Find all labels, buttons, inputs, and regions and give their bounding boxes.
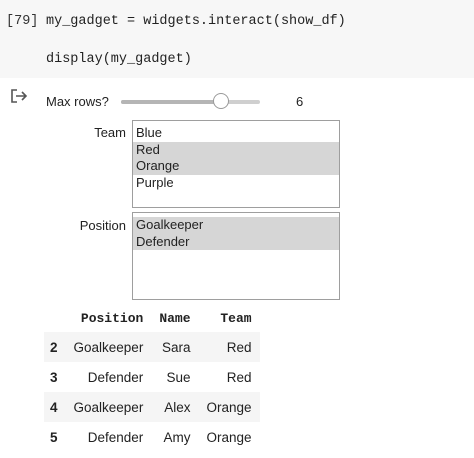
slider-handle[interactable] — [213, 93, 230, 109]
row-index: 2 — [44, 332, 66, 362]
output-arrow-icon[interactable] — [10, 88, 28, 104]
max-rows-slider[interactable] — [121, 100, 260, 104]
row-index: 3 — [50, 369, 58, 385]
cell-prompt: [79] — [6, 14, 39, 29]
team-label: Team — [94, 125, 126, 140]
row-index: 4 — [44, 392, 66, 422]
header-team: Team — [220, 310, 252, 326]
position-label: Position — [79, 218, 126, 233]
team-option[interactable]: Orange — [133, 158, 339, 175]
table-row: 3 Defender Sue Red — [44, 362, 260, 392]
team-option[interactable]: Purple — [136, 174, 174, 190]
cell-name: Amy — [163, 429, 191, 445]
cell-name: Sue — [166, 369, 191, 385]
slider-value: 6 — [296, 94, 304, 109]
cell-name: Sara — [151, 332, 199, 362]
slider-label: Max rows? — [46, 94, 109, 109]
cell-position: Defender — [87, 369, 144, 385]
team-option[interactable]: Blue — [136, 125, 163, 140]
cell-position: Goalkeeper — [65, 332, 152, 362]
code-line-1[interactable]: my_gadget = widgets.interact(show_df) — [46, 14, 346, 29]
header-name: Name — [159, 310, 191, 326]
table-row: 2 Goalkeeper Sara Red — [44, 332, 260, 362]
cell-name: Alex — [151, 392, 199, 422]
header-position: Position — [80, 310, 144, 326]
table-header-row: Position Name Team — [44, 304, 260, 332]
table-row: 4 Goalkeeper Alex Orange — [44, 392, 260, 422]
cell-position: Goalkeeper — [65, 392, 152, 422]
cell-position: Defender — [87, 429, 144, 445]
slider-fill — [121, 100, 222, 104]
position-option[interactable]: Defender — [133, 233, 339, 250]
table-row: 5 Defender Amy Orange — [44, 422, 260, 452]
cell-team: Orange — [198, 392, 260, 422]
position-option[interactable]: Goalkeeper — [133, 217, 339, 234]
cell-team: Orange — [206, 429, 252, 445]
code-line-2[interactable]: display(my_gadget) — [46, 52, 192, 67]
team-option[interactable]: Red — [133, 141, 339, 158]
dataframe-table: Position Name Team 2 Goalkeeper Sara Red… — [44, 304, 260, 452]
cell-team: Red — [198, 332, 260, 362]
cell-team: Red — [226, 369, 252, 385]
header-index — [44, 304, 66, 332]
code-cell[interactable]: [79] my_gadget = widgets.interact(show_d… — [0, 0, 474, 78]
row-index: 5 — [50, 429, 58, 445]
